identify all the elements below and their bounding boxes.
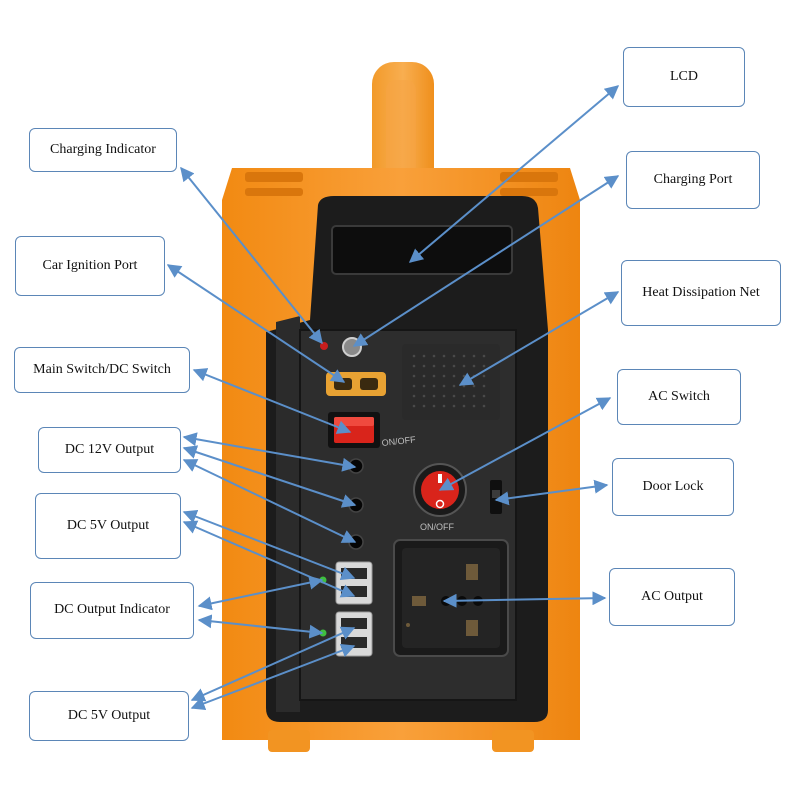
label-ac-output: AC Output [609, 568, 735, 626]
label-dc-5v-output-lower: DC 5V Output [29, 691, 189, 741]
arrow-heat-dissipation-net [458, 291, 620, 386]
arrow-ac-switch [438, 397, 612, 491]
arrow-door-lock [494, 479, 609, 506]
arrow-dc5v-upper-2 [182, 520, 356, 598]
label-car-ignition-port: Car Ignition Port [15, 236, 165, 296]
label-main-switch: Main Switch/DC Switch [14, 347, 190, 393]
connector-arrows [166, 85, 620, 711]
label-charging-port: Charging Port [626, 151, 760, 209]
arrow-dc5v-lower-2 [190, 643, 356, 711]
arrow-main-switch [192, 368, 352, 434]
arrow-ac-output [442, 591, 607, 608]
arrow-charging-port [352, 175, 620, 347]
label-dc-12v-output: DC 12V Output [38, 427, 181, 473]
label-charging-indicator: Charging Indicator [29, 128, 177, 172]
lcd-screen [331, 225, 513, 275]
usb-port-upper[interactable] [335, 561, 373, 605]
label-heat-dissipation-net: Heat Dissipation Net [621, 260, 781, 326]
arrow-car-ignition-port [166, 264, 346, 383]
arrow-dc-output-indicator-1 [197, 575, 324, 611]
charging-port[interactable] [342, 337, 362, 357]
ac-switch-marking: ON/OFF [420, 522, 454, 532]
label-door-lock: Door Lock [612, 458, 734, 516]
label-dc-output-indicator: DC Output Indicator [30, 582, 194, 639]
dc-switch-marking: ON/OFF [381, 434, 416, 448]
main-dc-switch[interactable] [328, 412, 380, 448]
label-dc-5v-output-upper: DC 5V Output [35, 493, 181, 559]
ac-outlet[interactable] [393, 539, 509, 657]
label-ac-switch: AC Switch [617, 369, 741, 425]
door-lock[interactable] [490, 480, 502, 514]
label-lcd: LCD [623, 47, 745, 107]
heat-dissipation-net [402, 344, 500, 420]
